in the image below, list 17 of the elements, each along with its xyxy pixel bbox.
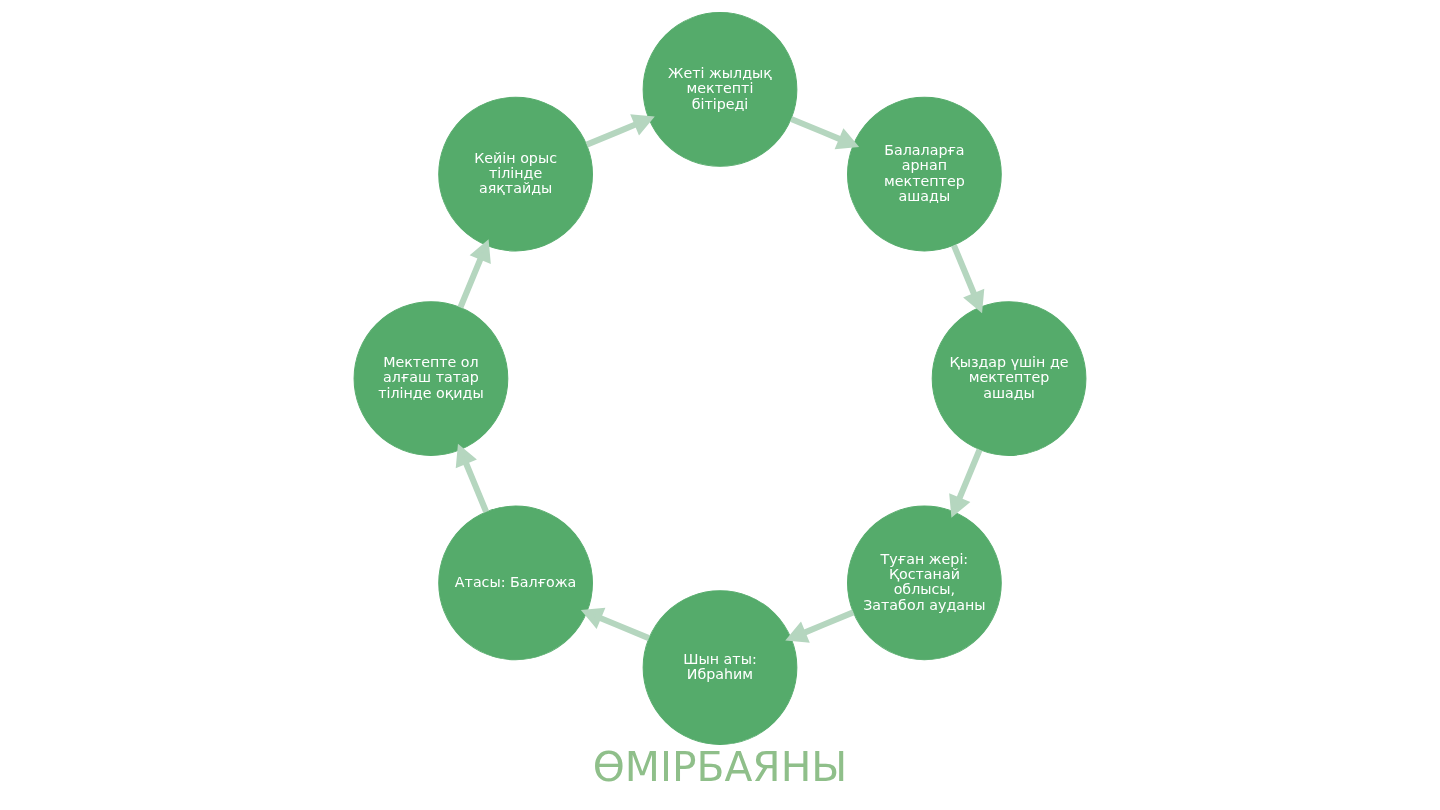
node-circle: Шын аты: Ибраһим bbox=[642, 590, 798, 745]
arrow bbox=[457, 239, 491, 309]
arrow bbox=[951, 244, 985, 314]
node-circle: Атасы: Балғожа bbox=[438, 505, 593, 661]
node-circle: Қыздар үшін де мектептер ашады bbox=[931, 301, 1087, 456]
node-circle: Балаларға арнап мектептер ашады bbox=[847, 96, 1002, 252]
node-circle: Мектепте ол алғаш татар тілінде оқиды bbox=[353, 301, 509, 456]
arrow bbox=[580, 607, 650, 641]
arrow bbox=[949, 448, 983, 518]
arrow bbox=[790, 116, 860, 150]
arrow bbox=[585, 114, 655, 148]
arrow bbox=[785, 609, 855, 643]
node-circle: Жеті жылдық мектепті бітіреді bbox=[642, 12, 798, 167]
arrow bbox=[455, 443, 489, 513]
node-circle: Кейін орыс тілінде аяқтайды bbox=[438, 96, 593, 252]
diagram-title: ӨМІРБАЯНЫ bbox=[592, 743, 848, 792]
node-circle: Туған жері: Қостанай облысы, Затабол ауданы bbox=[847, 505, 1002, 661]
